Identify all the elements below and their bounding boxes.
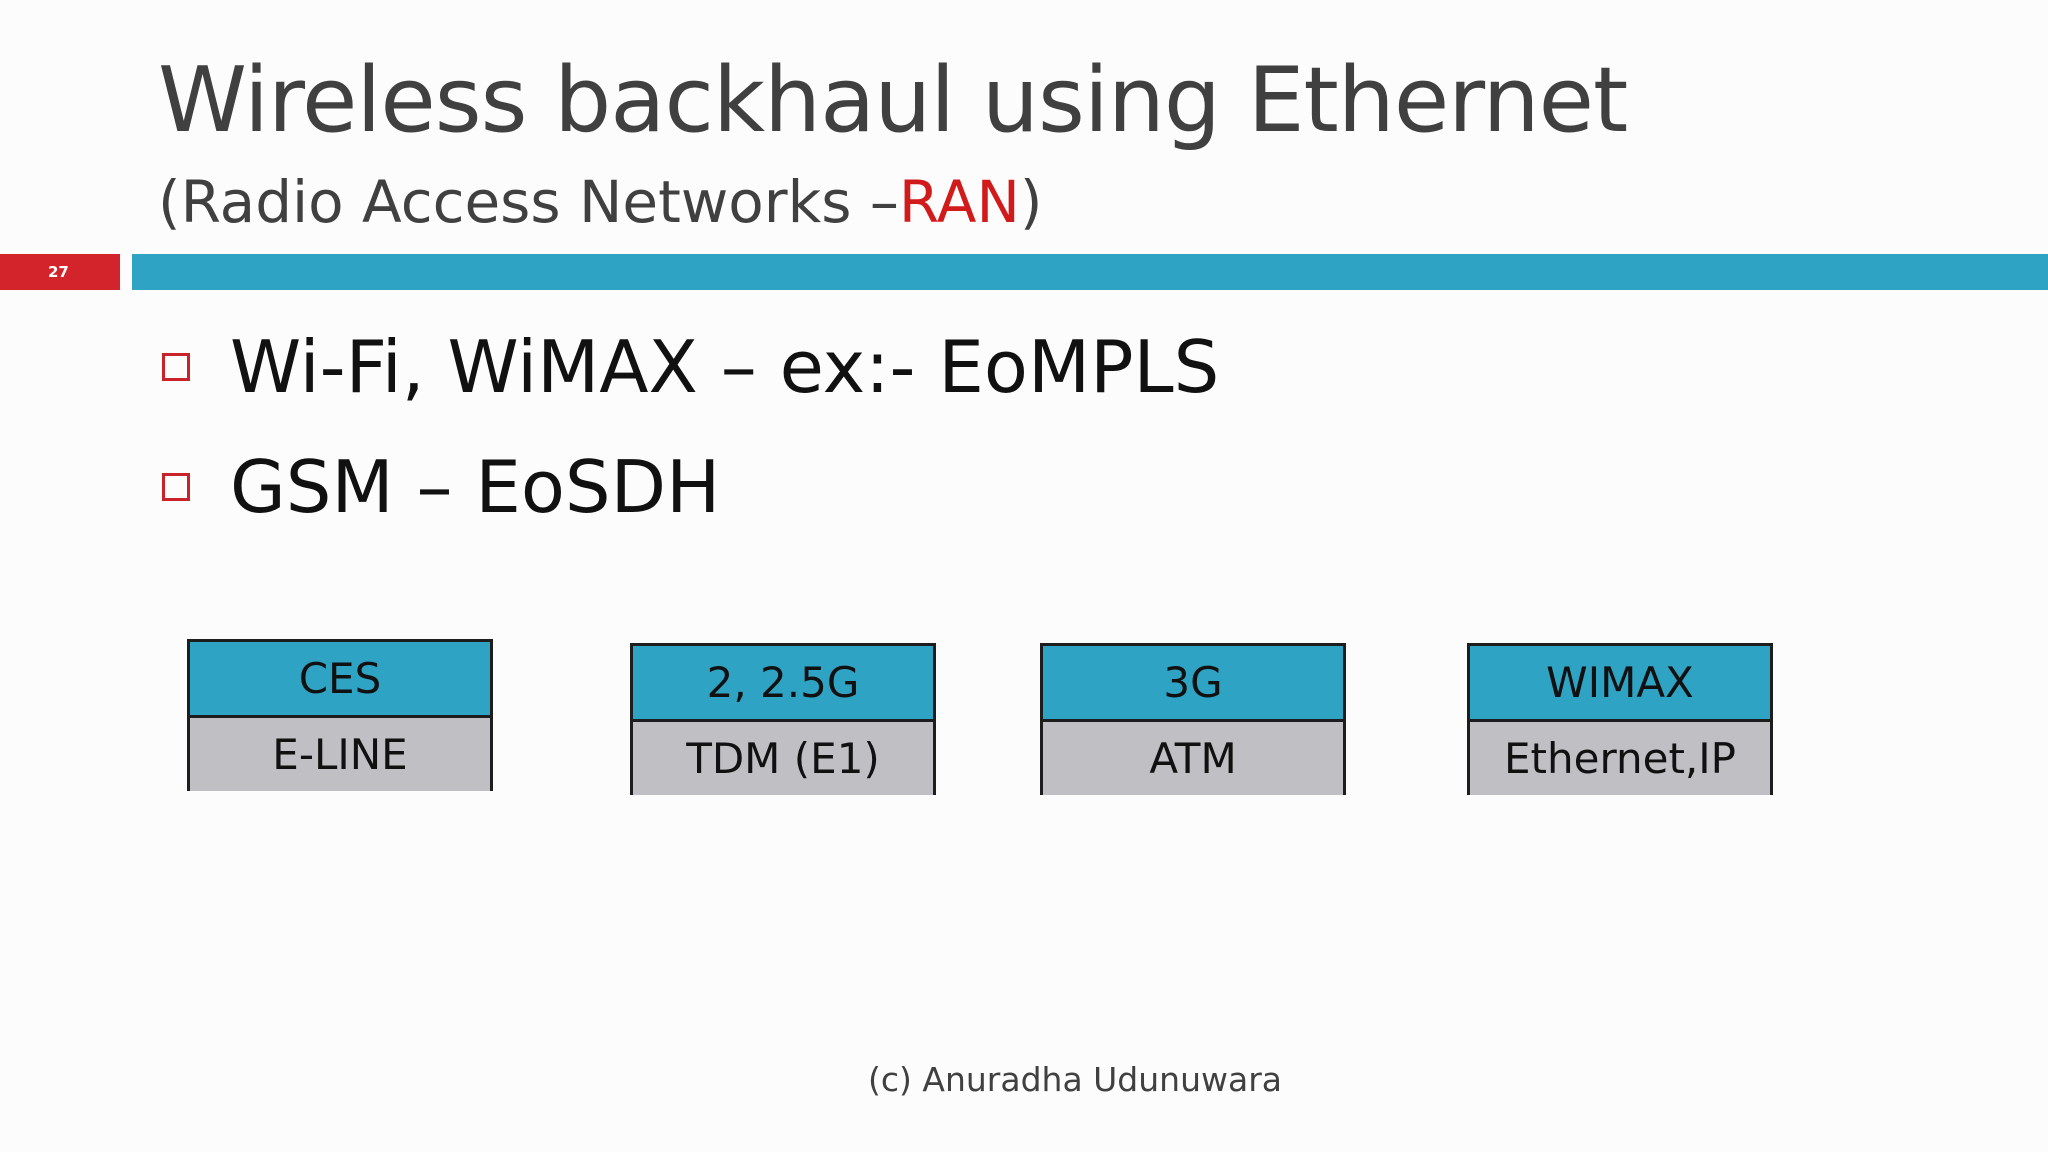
bullet-text: GSM – EoSDH — [230, 445, 721, 529]
stack-bottom-label: ATM — [1043, 722, 1343, 795]
stack-bottom-label: Ethernet,IP — [1470, 722, 1770, 795]
square-bullet-icon — [162, 353, 190, 381]
bullet-item: Wi-Fi, WiMAX – ex:- EoMPLS — [162, 312, 1219, 422]
footer-copyright: (c) Anuradha Udunuwara — [868, 1060, 1282, 1099]
protocol-stack-2g: 2, 2.5G TDM (E1) — [630, 643, 936, 795]
subtitle-highlight: RAN — [898, 168, 1020, 236]
page-number: 27 — [48, 263, 69, 281]
stack-top-label: CES — [190, 642, 490, 715]
title-divider-bar — [132, 254, 2048, 290]
slide-title: Wireless backhaul using Ethernet — [158, 48, 1628, 153]
stack-bottom-label: E-LINE — [190, 718, 490, 791]
protocol-stack-ces: CES E-LINE — [187, 639, 493, 791]
page-number-badge: 27 — [0, 254, 120, 290]
square-bullet-icon — [162, 473, 190, 501]
subtitle-suffix: ) — [1019, 168, 1043, 236]
stack-top-label: 3G — [1043, 646, 1343, 719]
subtitle-prefix: (Radio Access Networks – — [158, 168, 899, 236]
bullet-text: Wi-Fi, WiMAX – ex:- EoMPLS — [230, 325, 1220, 409]
protocol-stack-wimax: WIMAX Ethernet,IP — [1467, 643, 1773, 795]
stack-bottom-label: TDM (E1) — [633, 722, 933, 795]
stack-top-label: WIMAX — [1470, 646, 1770, 719]
bullet-item: GSM – EoSDH — [162, 432, 720, 542]
stack-top-label: 2, 2.5G — [633, 646, 933, 719]
slide-subtitle: (Radio Access Networks –RAN) — [158, 166, 1043, 238]
protocol-stack-3g: 3G ATM — [1040, 643, 1346, 795]
